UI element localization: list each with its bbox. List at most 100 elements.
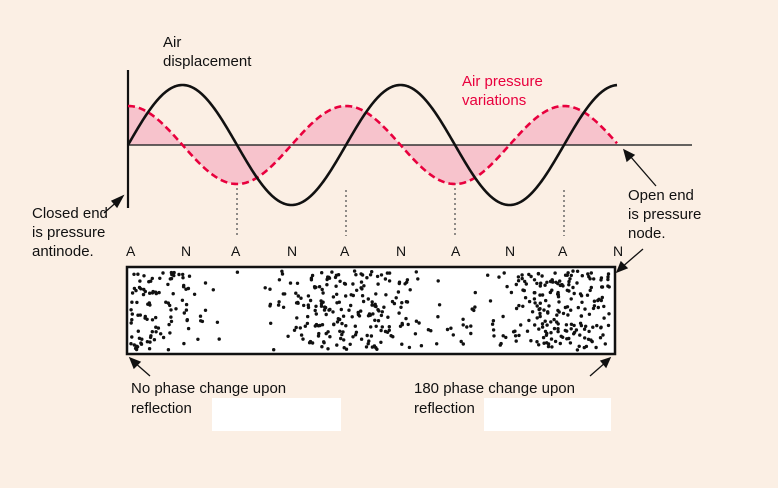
air-particle: [599, 298, 603, 303]
air-particle: [303, 324, 307, 328]
air-particle: [523, 296, 528, 300]
air-particle: [130, 291, 135, 295]
air-particle: [520, 276, 524, 281]
air-particle: [317, 331, 321, 336]
air-particle: [541, 335, 546, 340]
air-particle: [532, 278, 537, 282]
air-particle: [558, 341, 562, 346]
air-particle: [353, 324, 357, 328]
air-particle: [141, 292, 146, 297]
air-particle: [417, 321, 421, 325]
air-particle: [308, 298, 313, 303]
air-particle: [591, 325, 595, 329]
air-particle: [568, 341, 573, 345]
air-particle: [309, 278, 314, 282]
air-particle: [387, 279, 392, 283]
air-particle: [298, 326, 302, 330]
air-particle: [579, 314, 584, 318]
air-particle: [370, 300, 374, 304]
air-particle: [196, 337, 200, 341]
air-particle: [587, 312, 592, 316]
node-label: N: [505, 243, 516, 259]
air-particle: [371, 312, 375, 316]
air-particle: [182, 341, 186, 346]
air-particle: [536, 271, 541, 276]
air-particle: [147, 347, 152, 351]
air-particle: [578, 292, 583, 296]
antinode-guides: [236, 183, 565, 236]
air-particle: [595, 323, 599, 328]
air-particle: [527, 318, 531, 323]
air-particle: [497, 275, 501, 279]
air-particle: [360, 294, 365, 298]
air-particle: [306, 314, 310, 319]
air-particle: [340, 321, 344, 326]
air-particle: [375, 347, 379, 351]
air-particle: [362, 284, 366, 288]
open-end-label-line2: is pressure: [628, 206, 702, 223]
air-particle: [492, 334, 496, 338]
air-particle: [313, 324, 317, 328]
air-particle: [569, 273, 573, 278]
air-particle: [461, 323, 465, 327]
air-particle: [351, 293, 355, 298]
air-particle: [519, 323, 523, 327]
air-particle: [461, 342, 465, 346]
air-particle: [514, 339, 518, 343]
air-particle: [359, 337, 364, 341]
node-label: A: [558, 243, 568, 259]
air-particle: [386, 315, 390, 319]
open-end-arrow-upper: [629, 155, 657, 187]
air-particle: [181, 285, 186, 289]
air-particle: [582, 345, 586, 350]
air-particle: [563, 273, 568, 277]
air-particle: [169, 319, 174, 324]
air-particle: [426, 328, 431, 332]
air-particle: [320, 323, 325, 327]
air-particle: [571, 285, 575, 290]
air-particle: [555, 313, 559, 317]
air-particle: [184, 302, 189, 307]
air-particle: [136, 272, 140, 276]
air-displacement-label-line1: Air: [163, 34, 182, 51]
air-particle: [137, 336, 142, 340]
node-label: N: [396, 243, 407, 259]
air-particle: [549, 320, 553, 324]
air-particle: [211, 288, 215, 292]
air-particle: [523, 279, 527, 284]
air-particle: [588, 277, 592, 281]
air-particle: [369, 325, 373, 329]
air-particle: [569, 297, 573, 301]
air-particle: [533, 301, 537, 305]
air-particle: [152, 338, 157, 342]
air-particle: [382, 305, 386, 309]
air-particle: [461, 317, 465, 321]
air-particle: [336, 317, 340, 321]
air-particle: [501, 314, 505, 319]
air-particle: [592, 304, 597, 308]
air-particle: [578, 333, 582, 337]
air-particle: [314, 304, 318, 308]
air-particle: [556, 329, 560, 334]
air-particle: [543, 319, 547, 323]
air-particle: [551, 280, 555, 284]
air-particle: [368, 273, 373, 277]
air-particle: [571, 269, 575, 273]
air-particle: [383, 277, 388, 281]
air-particle: [545, 341, 549, 345]
air-particle: [599, 276, 604, 280]
air-particle: [129, 308, 133, 312]
air-particle: [553, 271, 557, 275]
air-particle: [355, 288, 359, 292]
air-particle: [601, 333, 605, 337]
air-particle: [525, 329, 530, 333]
air-particle: [341, 330, 345, 334]
air-particle: [342, 281, 347, 286]
air-particle: [299, 333, 304, 337]
air-particle: [168, 331, 172, 335]
air-particle: [370, 345, 375, 349]
air-particle: [501, 334, 505, 338]
air-particle: [185, 318, 189, 322]
air-particle: [277, 300, 281, 304]
air-particle: [268, 287, 272, 291]
